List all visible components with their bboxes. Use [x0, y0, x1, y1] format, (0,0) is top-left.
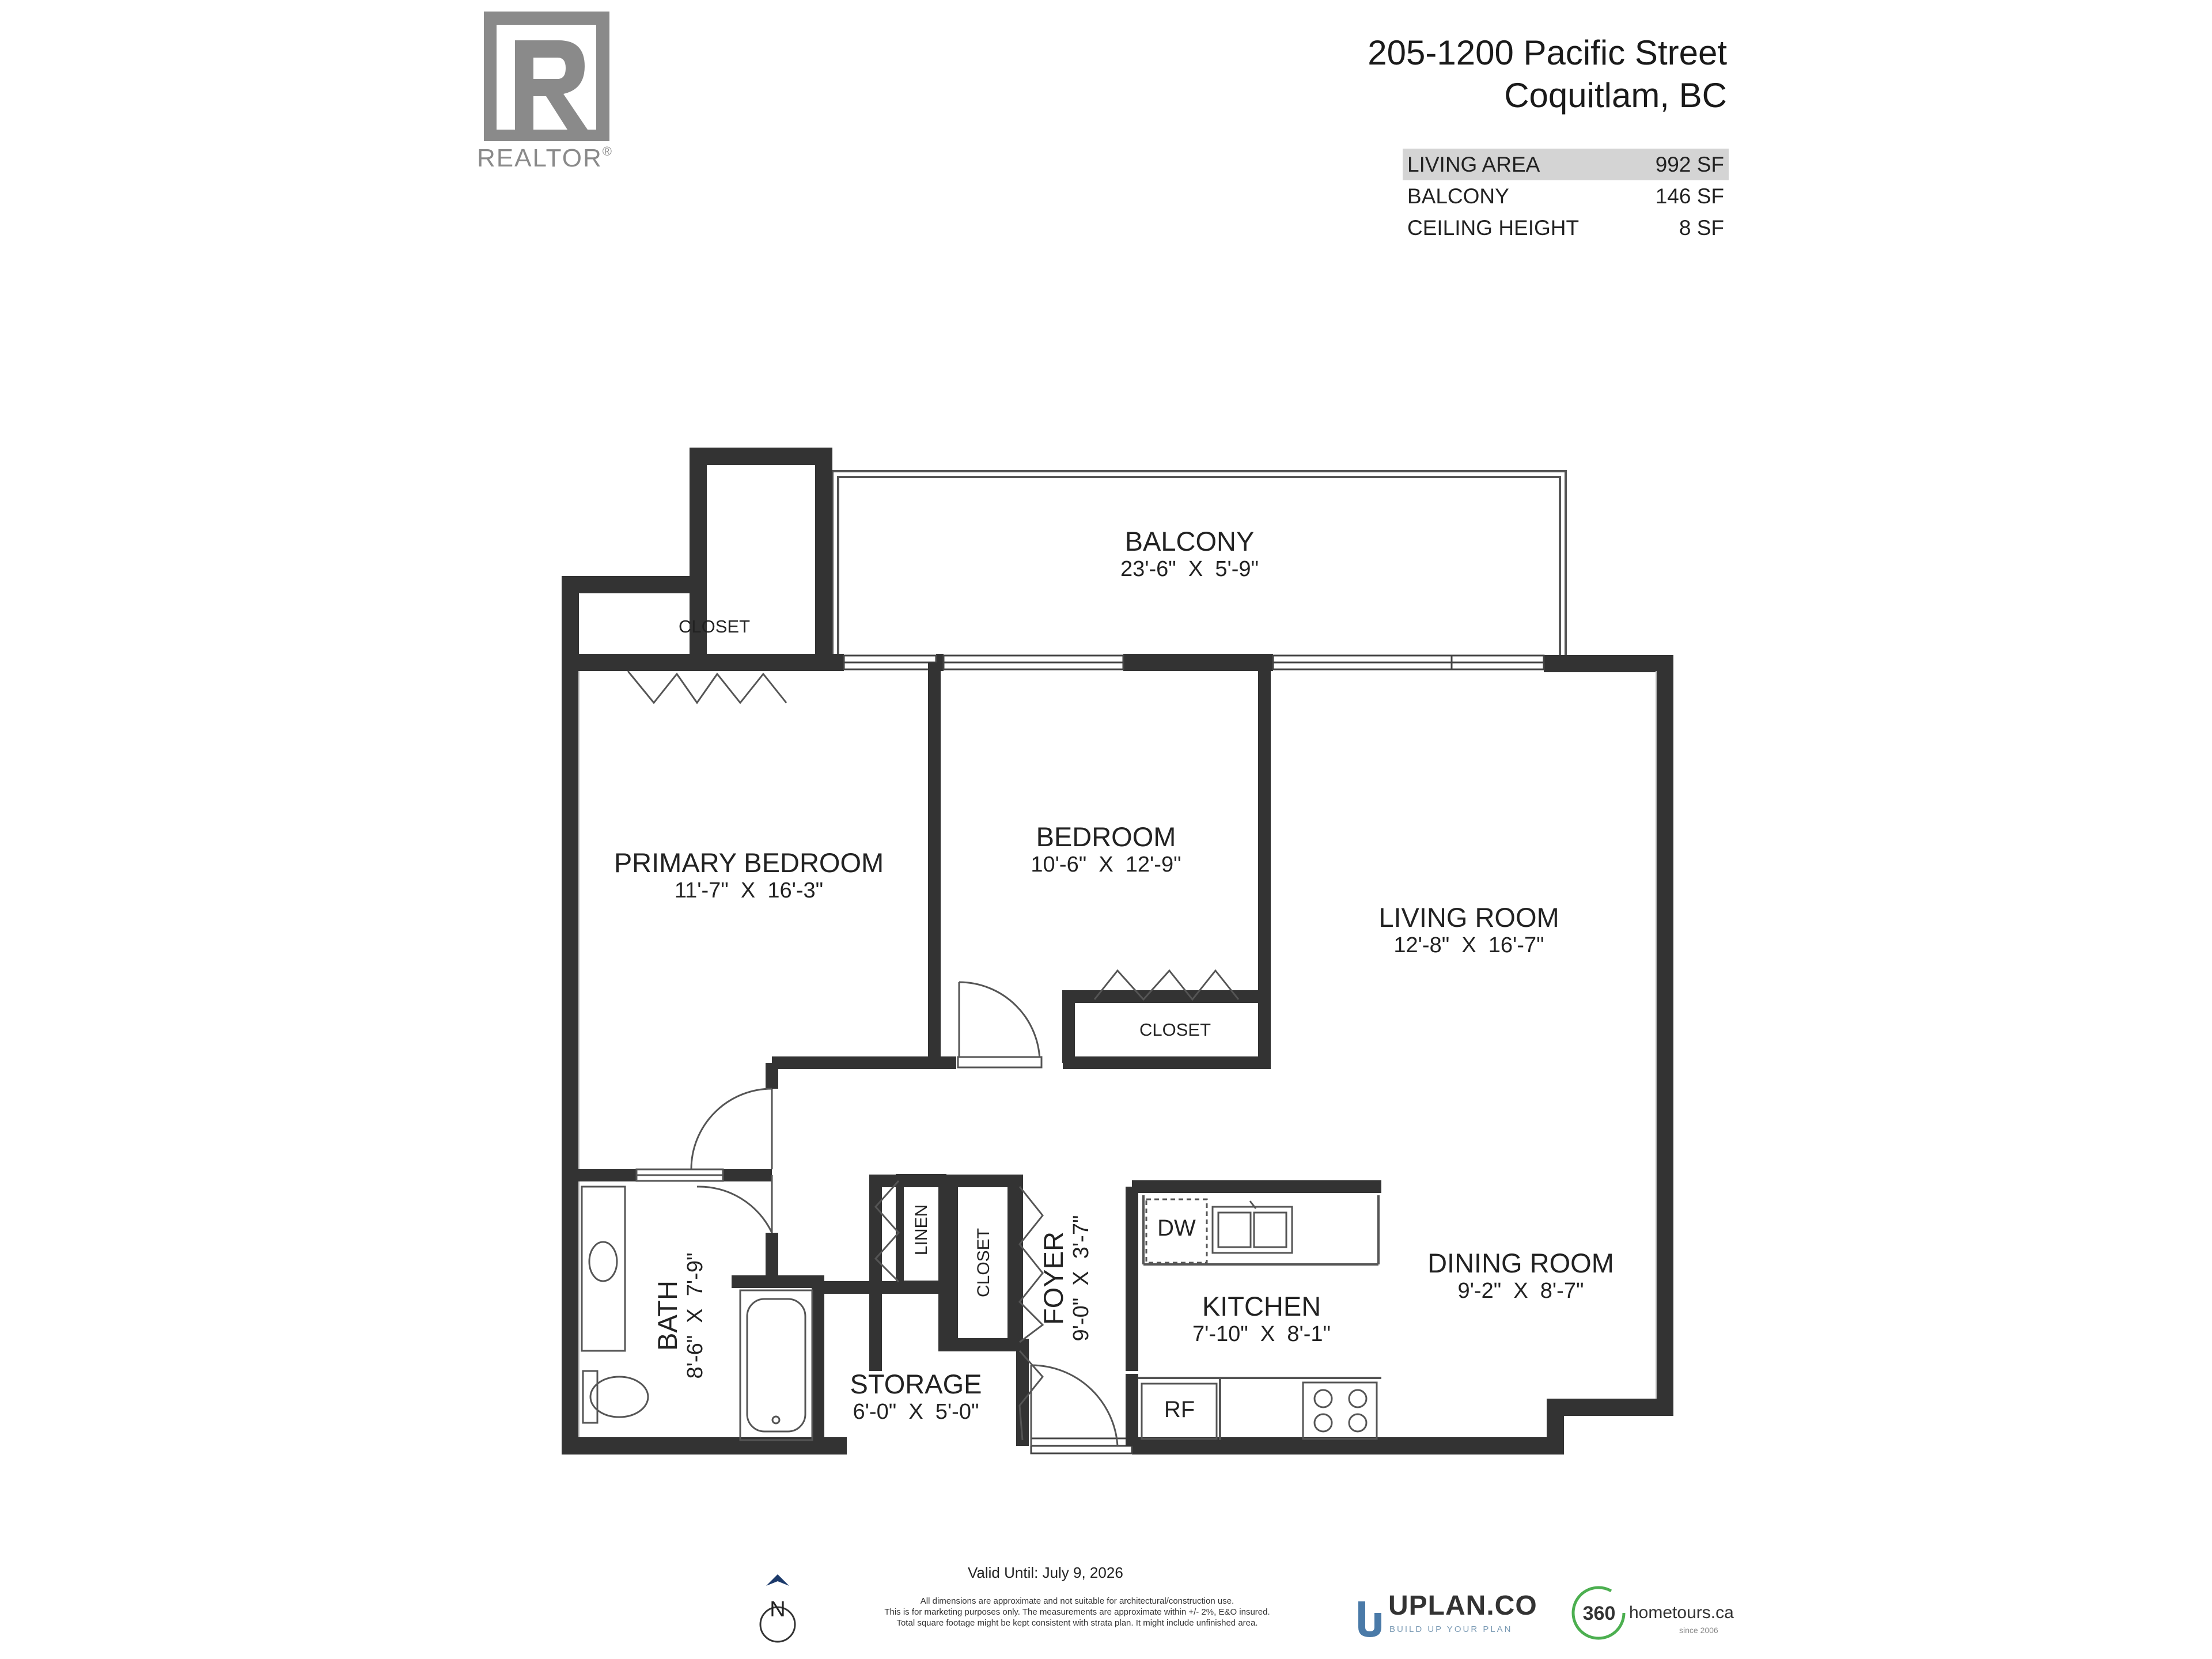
closet-boxes: [896, 1174, 1016, 1346]
room-balcony: BALCONY 23'-6" X 5'-9": [1120, 525, 1259, 582]
uplan-tagline: BUILD UP YOUR PLAN: [1389, 1624, 1513, 1634]
room-dims: 9'-0" X 3'-7": [1069, 1215, 1093, 1342]
room-dims: 8'-6" X 7'-9": [683, 1252, 707, 1379]
room-name: LIVING ROOM: [1378, 902, 1559, 933]
room-name: FOYER: [1038, 1232, 1069, 1325]
address-line-2: Coquitlam, BC: [1504, 76, 1727, 115]
hometours-logo-icon: [1571, 1586, 1626, 1640]
fridge-label: RF: [1164, 1397, 1195, 1422]
room-name: BALCONY: [1124, 526, 1255, 556]
bathroom-sink-icon: [588, 1241, 618, 1282]
room-name: KITCHEN: [1202, 1291, 1321, 1321]
uplan-logo-icon: [1358, 1601, 1381, 1637]
area-row-balcony: BALCONY 146 SF: [1403, 180, 1729, 212]
property-address: 205-1200 Pacific Street Coquitlam, BC: [1368, 32, 1727, 117]
bath-fixtures: [581, 1185, 813, 1441]
toilet-bowl-icon: [589, 1376, 649, 1418]
area-label: BALCONY: [1407, 184, 1509, 208]
room-name: BATH: [652, 1281, 683, 1351]
valid-until: Valid Until: July 9, 2026: [968, 1564, 1123, 1581]
disclaimer-line: All dimensions are approximate and not s…: [920, 1596, 1234, 1606]
stove-icon: [1302, 1381, 1378, 1440]
disclaimer: All dimensions are approximate and not s…: [824, 1596, 1331, 1628]
area-value: 8 SF: [1679, 215, 1724, 240]
room-name: BEDROOM: [1036, 821, 1176, 852]
area-label: LIVING AREA: [1407, 152, 1540, 176]
hometours-wordmark: hometours.ca: [1629, 1603, 1734, 1622]
room-closet-foyer: CLOSET: [974, 1228, 993, 1298]
swing-doors: [635, 981, 1119, 1446]
room-living-room: LIVING ROOM 12'-8" X 16'-7": [1342, 902, 1596, 958]
area-value: 992 SF: [1655, 152, 1724, 176]
room-name: PRIMARY BEDROOM: [613, 847, 884, 878]
bifold-doors-top-closet: [627, 671, 787, 704]
room-dims: 12'-8" X 16'-7": [1393, 933, 1544, 957]
room-storage: STORAGE 6'-0" X 5'-0": [841, 1368, 991, 1425]
area-label: CEILING HEIGHT: [1407, 215, 1580, 240]
uplan-wordmark: UPLAN.CO: [1388, 1590, 1537, 1621]
kitchen-counter: [1138, 1195, 1381, 1440]
room-foyer: FOYER 9'-0" X 3'-7": [1037, 1180, 1094, 1376]
room-dims: 7'-10" X 8'-1": [1192, 1322, 1331, 1346]
fridge-outline: [1141, 1382, 1218, 1440]
north-arrow-icon: [759, 1574, 796, 1643]
realtor-logo: [484, 12, 609, 141]
dishwasher-outline: [1145, 1198, 1208, 1264]
room-dims: 23'-6" X 5'-9": [1120, 557, 1259, 581]
bifold-doors-bedroom-closet: [1093, 969, 1240, 1001]
hometours-number: 360: [1582, 1603, 1616, 1624]
interior-walls: [570, 662, 1381, 1446]
room-dims: 9'-2" X 8'-7": [1457, 1279, 1584, 1303]
exterior-walls: [562, 448, 1673, 1455]
room-dims: 6'-0" X 5'-0": [853, 1400, 979, 1424]
bathtub-icon: [739, 1289, 813, 1441]
room-kitchen: KITCHEN 7'-10" X 8'-1": [1169, 1290, 1354, 1347]
toilet-tank-icon: [582, 1370, 599, 1424]
kitchen-sink-icon: [1211, 1200, 1293, 1254]
disclaimer-line: This is for marketing purposes only. The…: [884, 1607, 1270, 1617]
area-value: 146 SF: [1655, 184, 1724, 208]
room-bedroom: BEDROOM 10'-6" X 12'-9": [985, 821, 1227, 877]
room-name: STORAGE: [850, 1369, 982, 1399]
area-summary-table: LIVING AREA 992 SF BALCONY 146 SF CEILIN…: [1403, 149, 1729, 244]
dishwasher-label: DW: [1157, 1215, 1196, 1241]
disclaimer-line: Total square footage might be kept consi…: [896, 1618, 1258, 1628]
area-row-ceiling: CEILING HEIGHT 8 SF: [1403, 212, 1729, 244]
north-label: N: [770, 1597, 786, 1622]
room-linen: LINEN: [912, 1204, 931, 1256]
room-closet-top: CLOSET: [678, 616, 751, 637]
address-line-1: 205-1200 Pacific Street: [1368, 33, 1727, 72]
room-dining-room: DINING ROOM 9'-2" X 8'-7": [1394, 1247, 1647, 1304]
room-name: DINING ROOM: [1427, 1248, 1614, 1278]
room-primary-bedroom: PRIMARY BEDROOM 11'-7" X 16'-3": [599, 847, 899, 903]
room-dims: 11'-7" X 16'-3": [674, 878, 824, 903]
room-bath: BATH 8'-6" X 7'-9": [652, 1229, 708, 1402]
room-closet-bedroom: CLOSET: [1139, 1020, 1211, 1040]
realtor-wordmark: REALTOR®: [477, 144, 613, 172]
exterior-wall-inner-line: [578, 671, 1657, 1437]
hometours-since: since 2006: [1679, 1626, 1718, 1635]
area-row-living: LIVING AREA 992 SF: [1403, 149, 1729, 180]
room-dims: 10'-6" X 12'-9": [1031, 853, 1181, 877]
windows: [843, 654, 1545, 1455]
